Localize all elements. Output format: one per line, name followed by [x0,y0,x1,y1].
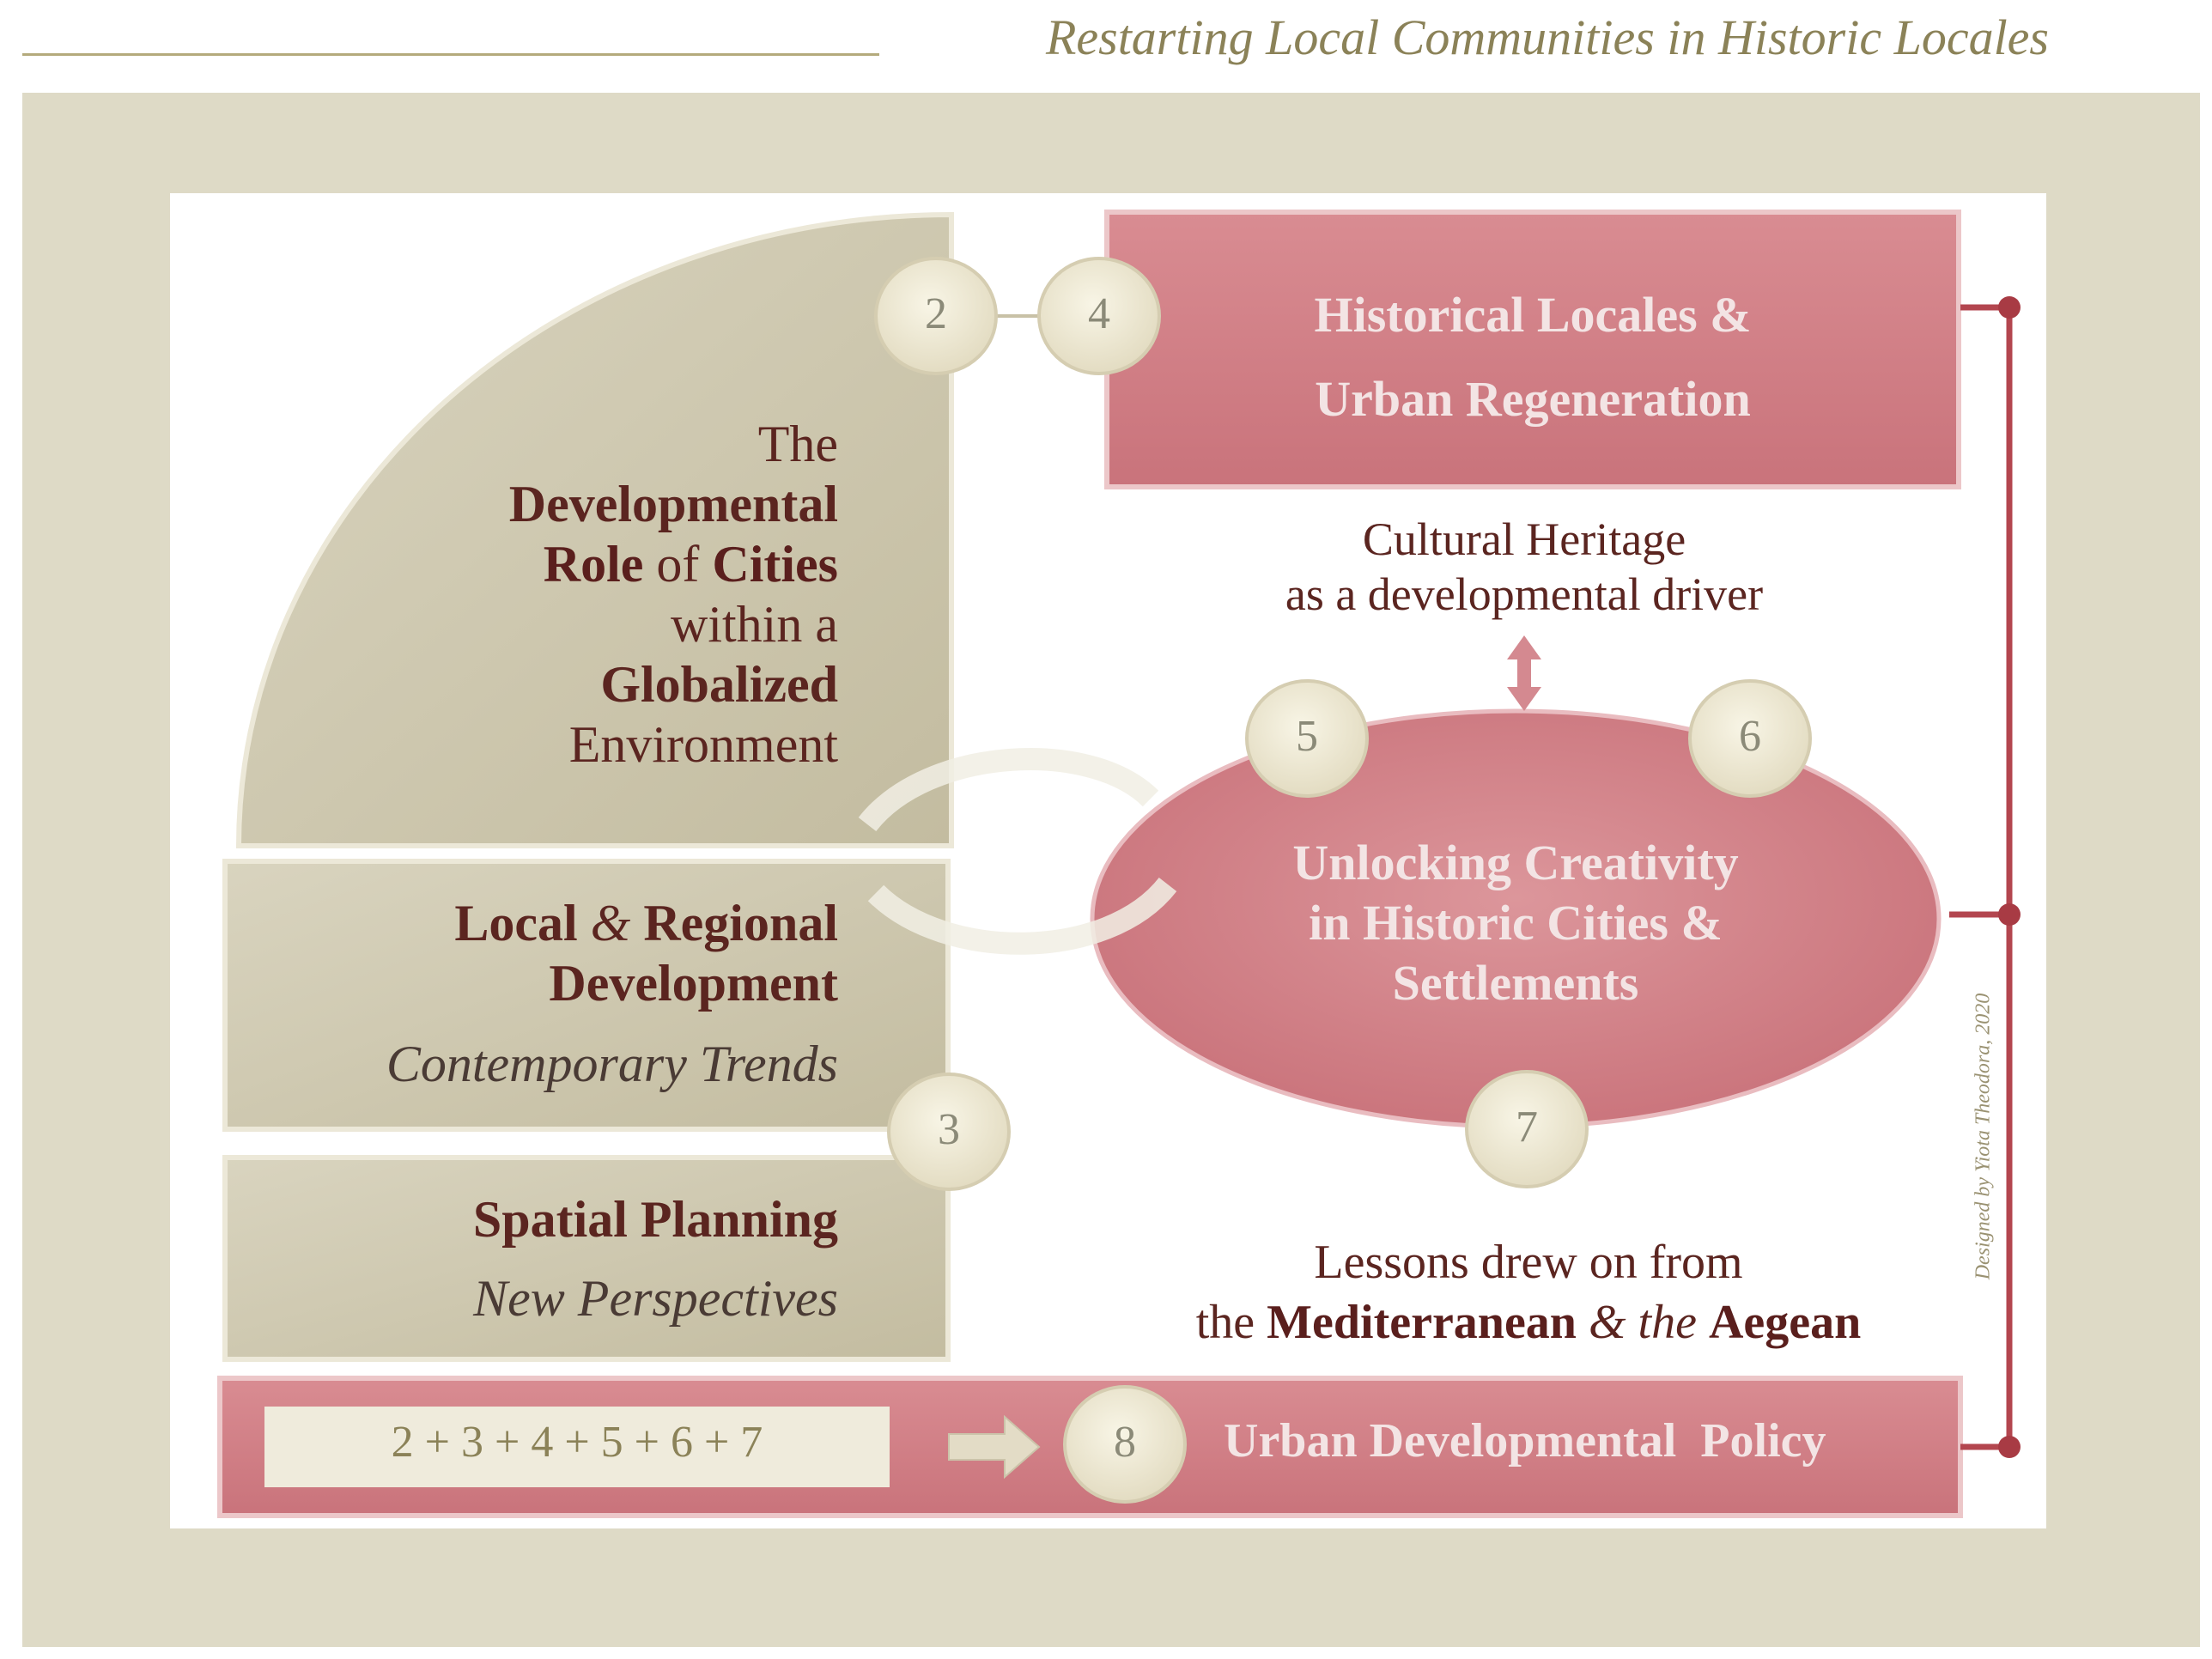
formula-box [264,1407,890,1487]
badge-8: 8 [1114,1418,1136,1467]
bracket-dot-bottom [1998,1436,2021,1458]
lessons-line-1: Lessons drew on from [1314,1236,1743,1289]
local-regional-title-2: Development [549,955,838,1012]
badge-5: 5 [1296,712,1318,761]
local-regional-box [222,859,951,1132]
curved-arrow-top [858,748,1159,832]
local-regional-text: Local & Regional Development Contemporar… [386,893,838,1094]
page-title: Restarting Local Communities in Historic… [1045,9,2049,65]
quadrant-line-2: Developmental [508,476,838,532]
ellipse-text: Unlocking Creativity in Historic Cities … [1172,833,1859,1013]
right-arrow-icon [948,1414,1041,1480]
badge-5-shape [1245,679,1369,798]
spatial-planning-box [222,1155,951,1362]
badge-2: 2 [925,289,947,338]
cultural-heritage-text: Cultural Heritage as a developmental dri… [1159,512,1889,622]
bracket-dot-mid [1998,903,2021,926]
header-rule [22,53,879,56]
badge-3-shape [887,1073,1011,1191]
local-regional-subtitle: Contemporary Trends [386,1036,838,1092]
cultural-heritage-line-2: as a developmental driver [1285,568,1764,620]
curved-arrow-bottom [867,877,1177,955]
badge-6-shape [1688,679,1812,798]
historical-line-2: Urban Regeneration [1315,371,1751,427]
quadrant-line-6: Environment [568,716,838,773]
quadrant-line-4: within a [671,596,838,653]
quadrant-line-1: The [757,416,838,472]
badge-7: 7 [1516,1103,1538,1152]
quadrant-line-5: Globalized [600,656,838,713]
quadrant-line-3: Role of Cities [543,536,838,592]
historical-line-1: Historical Locales & [1314,287,1752,343]
formula-text: 2 + 3 + 4 + 5 + 6 + 7 [391,1418,763,1467]
quadrant-shape [235,211,954,848]
badge-4: 4 [1088,289,1110,338]
historical-box [1104,210,1961,489]
policy-text: Urban Developmental Policy [1224,1414,1826,1468]
quadrant-text: The Developmental Role of Cities within … [509,414,838,775]
spatial-planning-text: Spatial Planning New Perspectives [473,1189,838,1328]
badge-3: 3 [938,1105,960,1154]
historical-box-text: Historical Locales & Urban Regeneration [1168,273,1898,441]
ellipse-line-3: Settlements [1392,955,1639,1011]
spatial-planning-subtitle: New Perspectives [473,1270,838,1327]
ellipse-line-1: Unlocking Creativity [1292,835,1739,890]
badge-6: 6 [1739,712,1761,761]
spatial-planning-title: Spatial Planning [472,1191,838,1248]
double-arrow-icon [1507,635,1541,711]
bracket-dot-top [1998,296,2021,319]
badge-7-shape [1465,1070,1589,1188]
ellipse-line-2: in Historic Cities & [1309,895,1723,951]
designer-credit: Designed by Yiota Theodora, 2020 [1972,993,1995,1280]
badge-4-shape [1037,257,1161,375]
lessons-line-2: the Mediterranean & the Aegean [1195,1296,1862,1349]
cultural-heritage-line-1: Cultural Heritage [1362,514,1686,565]
badge-8-shape [1063,1385,1187,1504]
badge-2-shape [874,257,998,375]
local-regional-title: Local & Regional [454,895,838,951]
lessons-text: Lessons drew on from the Mediterranean &… [1116,1232,1941,1352]
